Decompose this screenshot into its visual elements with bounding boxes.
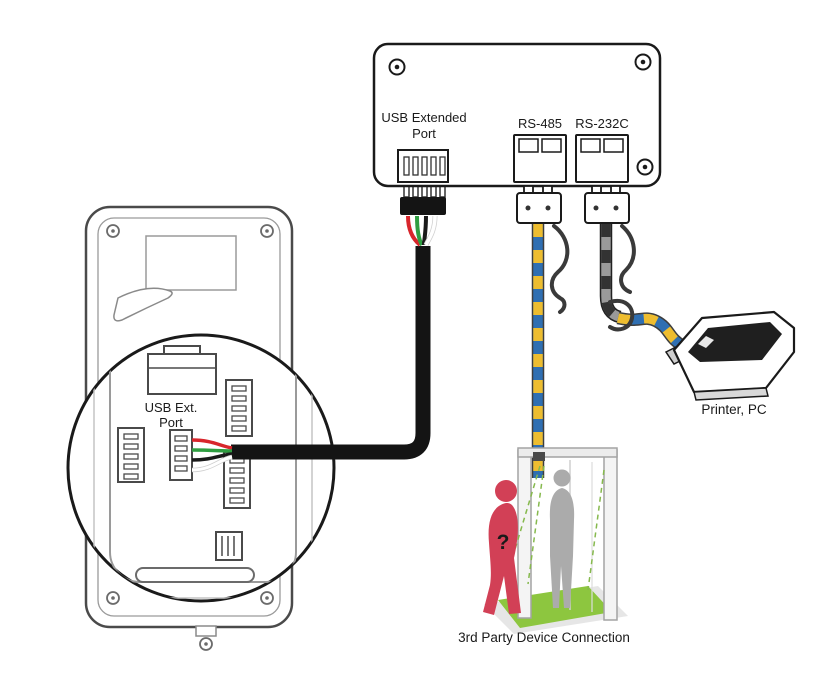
turnstile-gate: ?: [483, 447, 628, 634]
striped-connector: [215, 531, 243, 561]
wire-black: [191, 452, 233, 462]
device-lever-detail: [113, 287, 173, 322]
zoomed-device-internals: [93, 335, 313, 599]
bend-loop-wire: [608, 299, 635, 332]
rs485-plug: [516, 185, 562, 224]
screw-icon: [106, 591, 120, 605]
rs232c-cable-horizontal: [608, 299, 687, 352]
usb-ext-port-connector: [169, 429, 193, 481]
printer-pc-caption: Printer, PC: [701, 402, 767, 417]
rs485-cable: [531, 224, 570, 478]
pin-header-right-bottom: [223, 451, 251, 509]
screw-icon: [388, 58, 406, 76]
wire-red: [406, 215, 422, 247]
wire-red: [191, 438, 233, 450]
printer-icon: [664, 310, 796, 401]
sensor-beam: [527, 465, 545, 585]
usb-extended-port-label-line2: Port: [412, 126, 436, 141]
third-party-caption: 3rd Party Device Connection: [458, 630, 630, 645]
rs485-terminal-block: [513, 134, 567, 183]
wire-green: [191, 448, 233, 453]
gray-person-icon: [549, 469, 575, 608]
zoom-top-socket: [147, 345, 217, 395]
rs232c-terminal-block: [575, 134, 629, 183]
rs232c-cable-vertical: [599, 224, 636, 324]
usb-cable-plug: [400, 185, 446, 247]
pin-header-right-top: [225, 379, 253, 437]
screw-icon: [260, 591, 274, 605]
device-label-recess: [145, 235, 237, 291]
rs485-label: RS-485: [518, 116, 562, 131]
gate-left-post: [517, 449, 532, 619]
red-person-icon: ?: [483, 480, 521, 615]
breakout-board: USB Extended Port RS-485 RS-232C: [372, 42, 662, 188]
device-bottom-tab: [195, 625, 217, 637]
wire-green: [415, 215, 424, 247]
screw-icon: [634, 53, 652, 71]
wire-white: [424, 215, 437, 246]
rs485-loop-wire: [549, 224, 570, 314]
usb-ext-port-label-line1: USB Ext.: [145, 400, 198, 415]
rs232c-label: RS-232C: [575, 116, 628, 131]
rs232c-plug: [584, 185, 630, 224]
usb-extended-port-label-line1: USB Extended: [381, 110, 466, 125]
usb-extended-port-connector: [397, 149, 449, 183]
printer-base: [693, 387, 769, 401]
plug-housing: [400, 197, 446, 215]
cable-wire-fan: [191, 438, 233, 473]
printer-label-patch: [698, 336, 714, 348]
sensor-beam: [587, 469, 605, 591]
usb-extended-cable: [231, 246, 431, 460]
screw-icon: [636, 158, 654, 176]
screw-icon: [260, 224, 274, 238]
screw-icon: [199, 637, 213, 651]
zoom-outer-edge: [93, 335, 313, 599]
wire-white: [191, 455, 233, 472]
bottom-slot-bar: [135, 567, 255, 583]
printer-front-panel: [688, 322, 782, 362]
usb-ext-port-label-line2: Port: [159, 415, 183, 430]
gate-top-beam: [517, 447, 618, 458]
rs232c-loop-wire: [619, 224, 636, 294]
gate-right-post: [603, 449, 618, 621]
gate-camera-icon: [533, 452, 545, 461]
pin-header-left: [117, 427, 145, 483]
screw-icon: [106, 224, 120, 238]
question-mark: ?: [497, 531, 510, 554]
